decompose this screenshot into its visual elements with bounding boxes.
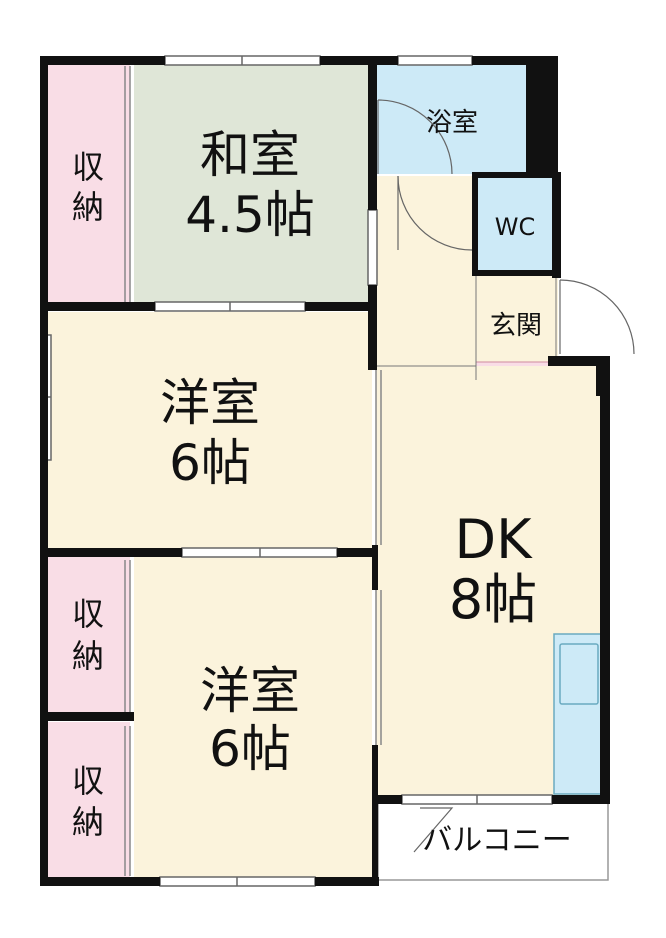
balcony-label: バルコニー	[422, 823, 571, 858]
bath-label: 浴室	[426, 108, 478, 138]
balcony-floor	[377, 799, 609, 881]
room-labels: 和室 4.5帖 洋室 6帖 洋室 6帖 DK 8帖 浴室 WC 玄関 バルコニー…	[72, 108, 572, 858]
closet-mid-char2: 納	[72, 637, 104, 675]
closet-top-char2: 納	[72, 188, 104, 226]
door-swings	[377, 99, 635, 853]
closet-bottom-char2: 納	[72, 803, 104, 841]
washitsu-name: 和室	[200, 126, 300, 184]
closet-bottom-char1: 収	[72, 762, 104, 800]
kitchen-sink	[559, 643, 599, 705]
closet-top-char1: 収	[72, 148, 104, 186]
entrance-label: 玄関	[490, 311, 542, 341]
washitsu-size: 4.5帖	[185, 186, 315, 244]
floor-fills	[48, 62, 609, 881]
yoshitsu-upper-size: 6帖	[169, 434, 251, 492]
bath-floor	[376, 62, 526, 174]
yoshitsu-lower-size: 6帖	[209, 720, 291, 778]
yoshitsu-lower-name: 洋室	[200, 662, 300, 720]
closet-mid-floor	[48, 556, 130, 716]
wc-floor	[478, 178, 552, 272]
wc-label: WC	[495, 213, 536, 241]
dk-name: DK	[455, 508, 534, 571]
washitsu-floor	[134, 62, 372, 306]
yoshitsu-upper-name: 洋室	[160, 374, 260, 432]
dk-size: 8帖	[449, 568, 537, 631]
closet-bottom-floor	[48, 722, 130, 880]
yoshitsu-upper-floor	[48, 312, 372, 550]
walls	[40, 56, 610, 886]
yoshitsu-lower-floor	[134, 556, 372, 880]
entrance-floor	[476, 276, 556, 364]
closet-mid-char1: 収	[72, 595, 104, 633]
closet-top-floor	[48, 62, 130, 306]
